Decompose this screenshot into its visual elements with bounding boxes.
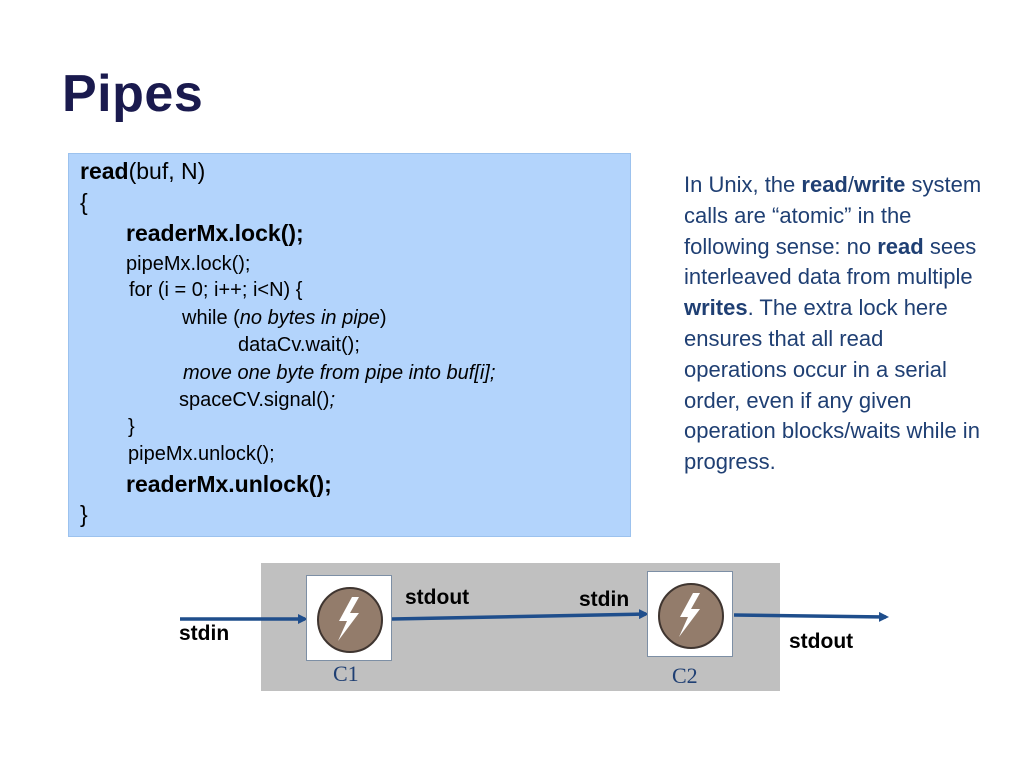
- process-c1-box: [306, 575, 392, 661]
- pipe-arrow: [391, 609, 649, 621]
- stdin-label-middle: stdin: [579, 588, 630, 611]
- code-line-read-signature: read(buf, N): [80, 158, 205, 185]
- lightning-bolt-icon: [658, 583, 724, 649]
- stdout-arrow: [733, 611, 889, 622]
- code-space-signal: spaceCV.signal(): [179, 389, 330, 411]
- note-text-4: . The extra lock here ensures that all r…: [684, 295, 980, 475]
- code-open-brace: {: [80, 189, 88, 215]
- note-slash: /: [847, 172, 854, 197]
- code-block: read(buf, N) { readerMx.lock(); pipeMx.l…: [68, 153, 631, 537]
- code-while-line: while (no bytes in pipe): [182, 307, 387, 330]
- code-while-prefix: while (: [182, 307, 240, 329]
- process-c1-label: C1: [333, 661, 359, 686]
- note-read-keyword: read: [801, 172, 848, 197]
- note-writes-keyword: writes: [684, 295, 748, 321]
- note-text-1: In Unix, the: [684, 172, 802, 197]
- stdout-label-middle: stdout: [405, 586, 470, 609]
- note-write-keyword: write: [854, 172, 906, 197]
- code-while-condition: no bytes in pipe: [239, 307, 380, 329]
- code-while-suffix: ): [379, 307, 387, 329]
- process-c2-label: C2: [672, 663, 698, 688]
- stdin-label-left: stdin: [179, 622, 230, 645]
- code-reader-lock: readerMx.lock();: [126, 220, 304, 246]
- code-space-semicolon: ;: [329, 389, 336, 411]
- code-read-args: (buf, N): [128, 158, 206, 184]
- code-for-line: for (i = 0; i++; i<N) {: [129, 279, 303, 301]
- code-move-line: move one byte from pipe into buf[i];: [183, 362, 496, 384]
- note-text-2: system calls are “atomic” in the followi…: [684, 172, 982, 259]
- code-pipe-lock: pipeMx.lock();: [126, 253, 251, 275]
- note-text-3: sees interleaved data from multiple: [684, 233, 977, 290]
- code-close-brace: }: [80, 501, 88, 527]
- code-space-signal-line: spaceCV.signal();: [179, 389, 335, 412]
- page-title: Pipes: [62, 65, 204, 123]
- process-c2-box: [647, 571, 733, 657]
- note-read-keyword-2: read: [877, 233, 924, 259]
- code-inner-close-brace: }: [128, 416, 135, 438]
- stdout-label-right: stdout: [789, 630, 854, 653]
- code-pipe-unlock: pipeMx.unlock();: [128, 443, 275, 465]
- code-read-keyword: read: [80, 158, 129, 184]
- lightning-bolt-icon: [317, 587, 383, 653]
- code-reader-unlock: readerMx.unlock();: [126, 471, 332, 497]
- code-data-wait: dataCv.wait();: [238, 334, 360, 356]
- explanation-note: In Unix, the read/write system calls are…: [684, 170, 984, 478]
